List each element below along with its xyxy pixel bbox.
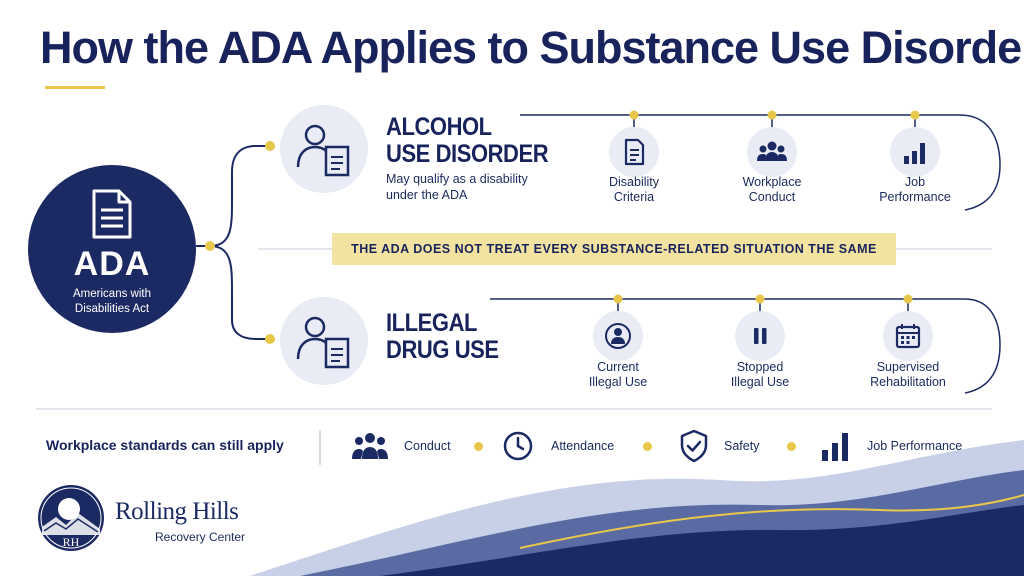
alcohol-item-2-line1: Workplace <box>742 175 802 189</box>
illegal-item-1-line2: Illegal Use <box>588 375 648 389</box>
logo-subtitle: Recovery Center <box>155 530 246 544</box>
bar-chart-icon <box>904 143 925 164</box>
alcohol-heading: ALCOHOL USE DISORDER <box>386 113 549 168</box>
alcohol-item-1-line2: Criteria <box>613 190 655 204</box>
standards-dot-3 <box>787 442 796 451</box>
calendar-icon <box>895 324 921 349</box>
branch-dot-center <box>205 241 215 251</box>
alcohol-item-3-line2: Performance <box>879 190 951 204</box>
title-underline <box>45 86 105 89</box>
illegal-item-icon-2 <box>735 311 785 361</box>
alcohol-item-1-line1: Disability <box>608 175 659 189</box>
illegal-item-label-2: Stopped Illegal Use <box>705 360 815 390</box>
illegal-item-label-3: Supervised Rehabilitation <box>853 360 963 390</box>
alcohol-item-3-line1: Job <box>904 175 926 189</box>
person-document-icon <box>296 124 350 177</box>
branch-top-line <box>196 145 270 247</box>
illegal-heading: ILLEGAL DRUG USE <box>386 310 499 364</box>
illegal-item-2-line2: Illegal Use <box>730 375 790 389</box>
illegal-heading-line1: ILLEGAL <box>386 309 478 337</box>
alcohol-head-circle <box>280 105 368 193</box>
illegal-item-2-line1: Stopped <box>736 360 784 374</box>
people-group-icon <box>352 433 388 459</box>
alcohol-description: May qualify as a disability under the AD… <box>386 171 528 203</box>
illegal-item-dot-1 <box>613 294 623 304</box>
alcohol-item-dot-3 <box>910 110 920 120</box>
branch-dot-bottom <box>265 334 275 344</box>
alcohol-item-label-1: Disability Criteria <box>579 175 689 205</box>
alcohol-item-dot-1 <box>629 110 639 120</box>
alcohol-heading-line1: ALCOHOL <box>386 113 492 141</box>
document-icon <box>92 189 132 239</box>
page-title: How the ADA Applies to Substance Use Dis… <box>40 22 1024 73</box>
illegal-item-dot-3 <box>903 294 913 304</box>
logo-moon <box>58 498 80 520</box>
alcohol-item-icon-2 <box>747 127 797 177</box>
standard-attendance-label: Attendance <box>551 439 615 453</box>
alcohol-item-2-line2: Conduct <box>748 190 796 204</box>
alcohol-item-label-2: Workplace Conduct <box>717 175 827 205</box>
bar-chart-icon <box>822 433 848 461</box>
ada-circle: ADA Americans with Disabilities Act <box>28 165 196 333</box>
illegal-items-line <box>490 298 1001 394</box>
illegal-heading-line2: DRUG USE <box>386 336 499 364</box>
logo-emblem: RH <box>38 485 104 551</box>
alcohol-item-icon-3 <box>890 127 940 177</box>
clock-icon <box>503 431 533 461</box>
alcohol-heading-line2: USE DISORDER <box>386 140 549 168</box>
person-alert-icon <box>605 323 631 349</box>
standards-title: Workplace standards can still apply <box>46 437 284 453</box>
illegal-item-3-line2: Rehabilitation <box>870 375 946 389</box>
alcohol-item-icon-1 <box>609 127 659 177</box>
illegal-item-label-1: Current Illegal Use <box>563 360 673 390</box>
ada-name: ADA <box>73 245 151 283</box>
hill-gold-curve <box>519 494 1024 549</box>
alcohol-description-line1: May qualify as a disability <box>386 172 528 186</box>
people-group-icon <box>757 141 787 161</box>
alcohol-description-line2: under the ADA <box>386 188 468 202</box>
document-icon <box>624 138 645 166</box>
alcohol-item-label-3: Job Performance <box>860 175 970 205</box>
hill-front <box>380 505 1024 576</box>
standard-conduct-label: Conduct <box>404 439 451 453</box>
pause-icon <box>754 328 767 344</box>
logo-monogram: RH <box>63 535 80 549</box>
shield-check-icon <box>680 429 708 463</box>
person-document-icon <box>296 316 350 369</box>
illegal-item-3-line1: Supervised <box>876 360 940 374</box>
illegal-item-icon-1 <box>593 311 643 361</box>
branch-dot-top <box>265 141 275 151</box>
standard-safety-label: Safety <box>724 439 760 453</box>
illegal-item-dot-2 <box>755 294 765 304</box>
illegal-head-circle <box>280 297 368 385</box>
banner: THE ADA DOES NOT TREAT EVERY SUBSTANCE-R… <box>332 233 896 265</box>
alcohol-items-line <box>520 114 1001 211</box>
illegal-item-icon-3 <box>883 311 933 361</box>
logo-name: Rolling Hills <box>115 498 239 525</box>
standards-dot-1 <box>474 442 483 451</box>
branch-bottom-line <box>209 245 270 340</box>
alcohol-item-dot-2 <box>767 110 777 120</box>
standards-dot-2 <box>643 442 652 451</box>
ada-full-name: Americans with Disabilities Act <box>73 288 151 315</box>
illegal-item-1-line1: Current <box>597 360 639 374</box>
standard-job-performance-label: Job Performance <box>867 439 963 453</box>
